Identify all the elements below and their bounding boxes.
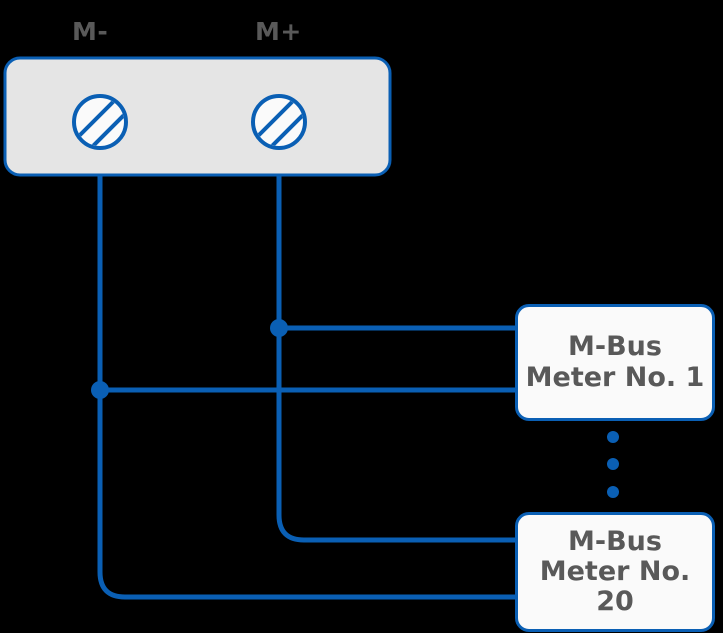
terminal-label-m-minus: M-	[72, 17, 109, 46]
meter-box-1[interactable]: M-Bus Meter No. 1	[515, 304, 715, 421]
meter-box-20-line-1: M-Bus	[568, 525, 662, 557]
meter-box-1-text: M-Bus Meter No. 1	[525, 331, 705, 393]
terminal-m-minus-hatch	[76, 98, 124, 146]
wire-m-plus-to-meter-20	[276, 514, 520, 543]
meter-box-1-line-2: Meter No. 1	[525, 361, 705, 393]
meter-box-20-line-3: 20	[596, 586, 634, 618]
terminal-m-plus[interactable]	[251, 94, 309, 150]
junction-dot-m-minus	[91, 381, 109, 399]
ellipsis-dot	[607, 431, 619, 443]
terminal-m-minus[interactable]	[72, 94, 130, 150]
master-device-body	[3, 56, 392, 177]
junction-dot-group	[91, 319, 288, 399]
meter-box-1-line-1: M-Bus	[568, 331, 662, 363]
junction-dot-m-plus	[270, 319, 288, 337]
meter-box-20-line-2: Meter No.	[539, 555, 691, 587]
meter-box-20[interactable]: M-Bus Meter No. 20	[515, 512, 715, 632]
terminal-m-minus-circle	[72, 94, 128, 150]
terminal-m-plus-hatch	[255, 98, 303, 146]
wire-group	[97, 122, 520, 600]
terminal-m-plus-circle	[251, 94, 307, 150]
terminal-label-m-plus: M+	[255, 17, 302, 46]
meter-box-20-text: M-Bus Meter No. 20	[539, 525, 691, 618]
continuation-ellipsis	[607, 431, 619, 498]
wire-m-minus-to-meter-20	[97, 571, 520, 600]
ellipsis-dot	[607, 458, 619, 470]
ellipsis-dot	[607, 486, 619, 498]
